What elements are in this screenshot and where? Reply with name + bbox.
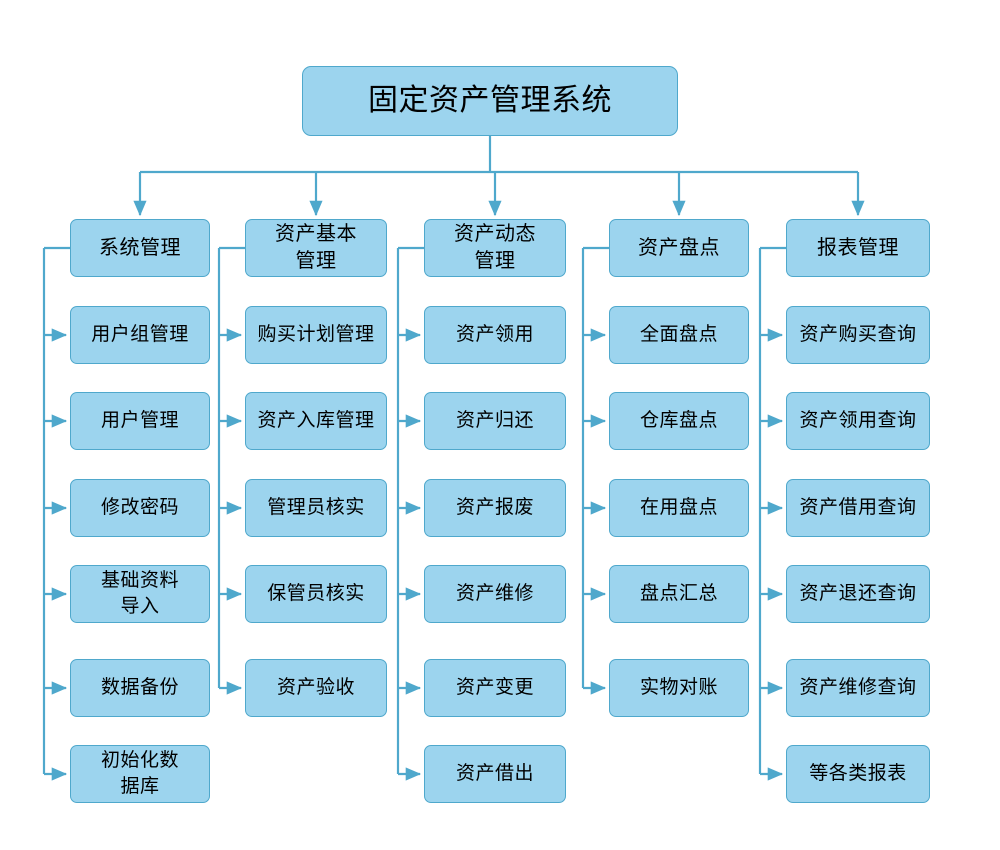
node-system-management-1: 用户组管理 (70, 306, 210, 364)
node-report-management-1: 资产购买查询 (786, 306, 930, 364)
node-asset-inventory-5: 实物对账 (609, 659, 749, 717)
column-head-report-management: 报表管理 (786, 219, 930, 277)
node-report-management-2: 资产领用查询 (786, 392, 930, 450)
node-report-management-5: 资产维修查询 (786, 659, 930, 717)
node-report-management-4: 资产退还查询 (786, 565, 930, 623)
node-asset-inventory-4: 盘点汇总 (609, 565, 749, 623)
column-head-system-management: 系统管理 (70, 219, 210, 277)
node-system-management-4: 基础资料 导入 (70, 565, 210, 623)
node-asset-dynamic-management-4: 资产维修 (424, 565, 566, 623)
node-asset-inventory-2: 仓库盘点 (609, 392, 749, 450)
node-system-management-6: 初始化数 据库 (70, 745, 210, 803)
node-asset-basic-management-5: 资产验收 (245, 659, 387, 717)
node-asset-dynamic-management-3: 资产报废 (424, 479, 566, 537)
node-asset-dynamic-management-6: 资产借出 (424, 745, 566, 803)
node-system-management-2: 用户管理 (70, 392, 210, 450)
column-head-asset-dynamic-management: 资产动态 管理 (424, 219, 566, 277)
node-asset-dynamic-management-2: 资产归还 (424, 392, 566, 450)
node-asset-inventory-3: 在用盘点 (609, 479, 749, 537)
node-system-management-5: 数据备份 (70, 659, 210, 717)
node-asset-basic-management-3: 管理员核实 (245, 479, 387, 537)
node-system-management-3: 修改密码 (70, 479, 210, 537)
node-report-management-3: 资产借用查询 (786, 479, 930, 537)
node-report-management-6: 等各类报表 (786, 745, 930, 803)
node-asset-dynamic-management-5: 资产变更 (424, 659, 566, 717)
node-asset-inventory-1: 全面盘点 (609, 306, 749, 364)
column-head-asset-basic-management: 资产基本 管理 (245, 219, 387, 277)
node-asset-basic-management-2: 资产入库管理 (245, 392, 387, 450)
column-head-asset-inventory: 资产盘点 (609, 219, 749, 277)
node-asset-basic-management-1: 购买计划管理 (245, 306, 387, 364)
node-asset-basic-management-4: 保管员核实 (245, 565, 387, 623)
root-node: 固定资产管理系统 (302, 66, 678, 136)
node-asset-dynamic-management-1: 资产领用 (424, 306, 566, 364)
